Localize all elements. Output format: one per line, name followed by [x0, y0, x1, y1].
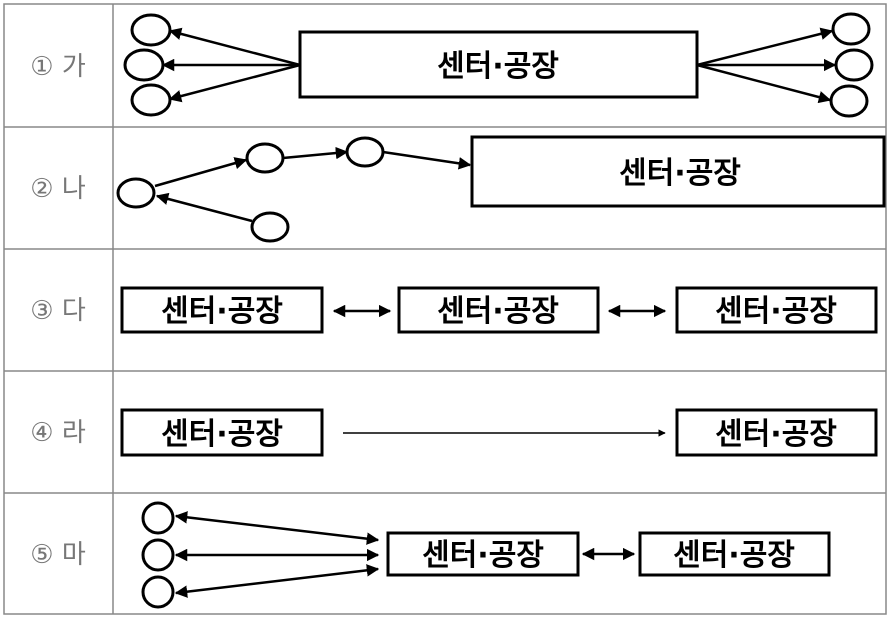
row-label-4: ④ 라	[30, 418, 86, 448]
node-circle	[141, 501, 175, 535]
center-factory-box	[298, 30, 699, 99]
table-grid	[3, 3, 887, 615]
center-factory-box	[120, 408, 324, 457]
node-circle	[141, 575, 175, 609]
center-factory-box	[675, 408, 878, 457]
node-circle	[831, 12, 871, 46]
row-1-diagram: 센터·공장	[123, 12, 874, 118]
row-5-diagram: 센터·공장 센터·공장	[141, 501, 831, 609]
box-label: 센터·공장	[437, 49, 559, 84]
center-factory-box	[675, 286, 878, 334]
node-circle	[141, 538, 175, 572]
row-3-diagram: 센터·공장 센터·공장 센터·공장	[120, 286, 878, 334]
center-factory-box	[386, 531, 580, 577]
center-factory-box	[470, 135, 886, 208]
center-factory-box	[397, 286, 600, 334]
center-factory-box	[120, 286, 324, 334]
row-label-3: ③ 다	[30, 296, 86, 326]
box-label: 센터·공장	[619, 156, 741, 191]
node-circle	[245, 142, 285, 174]
box-label: 센터·공장	[715, 417, 837, 452]
node-circle	[345, 136, 385, 168]
box-label: 센터·공장	[422, 538, 544, 573]
node-circle	[250, 211, 290, 243]
box-label: 센터·공장	[437, 294, 559, 329]
row-2-diagram: 센터·공장	[116, 135, 886, 243]
node-circle	[116, 177, 156, 209]
node-circle	[130, 83, 172, 117]
box-label: 센터·공장	[715, 294, 837, 329]
row-label-1: ① 가	[30, 52, 86, 82]
node-circle	[130, 13, 172, 47]
box-label: 센터·공장	[161, 417, 283, 452]
row-label-5: ⑤ 마	[30, 540, 86, 570]
box-label: 센터·공장	[673, 538, 795, 573]
row-label-2: ② 나	[30, 174, 86, 204]
node-circle	[829, 84, 869, 118]
row-4-diagram: 센터·공장 센터·공장	[120, 408, 878, 457]
node-circle	[123, 48, 165, 82]
node-circle	[834, 48, 874, 82]
center-factory-box	[638, 531, 831, 577]
box-label: 센터·공장	[161, 294, 283, 329]
